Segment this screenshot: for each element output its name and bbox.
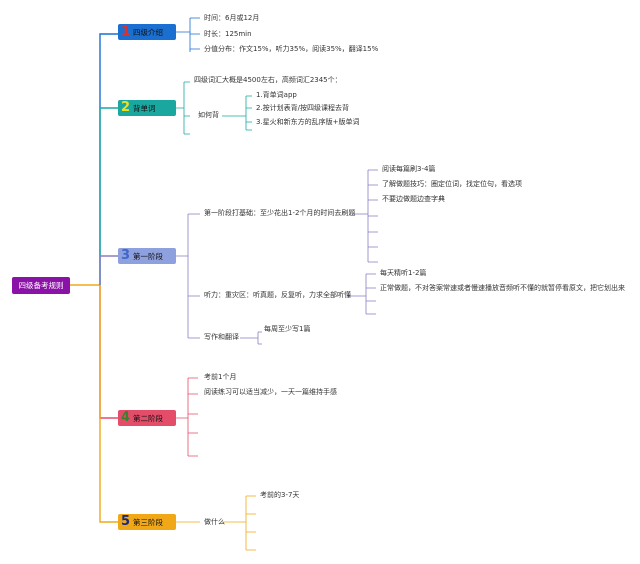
stage1-writing: 写作和翻译 xyxy=(204,333,239,341)
node-stage2[interactable]: 4 第二阶段 xyxy=(118,410,176,426)
node-number: 3 xyxy=(121,248,131,263)
vocab-how: 如何背 xyxy=(198,111,219,119)
stage1-basics: 第一阶段打基础：至少花出1-2个月的时间去刷题 xyxy=(204,209,356,217)
node-stage1[interactable]: 3 第一阶段 xyxy=(118,248,176,264)
node-number: 1 xyxy=(121,24,131,39)
root-label: 四级备考规则 xyxy=(18,281,64,290)
stage1-basics-item: 了解做题技巧：圈定位词，找定位句，看选项 xyxy=(382,180,522,188)
node-number: 5 xyxy=(121,514,131,529)
node-label: 第三阶段 xyxy=(133,517,164,527)
stage3-item: 考前的3-7天 xyxy=(260,491,300,499)
node-stage3[interactable]: 5 第三阶段 xyxy=(118,514,176,530)
vocab-how-item: 1.背单词app xyxy=(256,91,297,99)
intro-duration: 时长：125min xyxy=(204,30,252,38)
intro-score-distribution: 分值分布：作文15%，听力35%，阅读35%，翻译15% xyxy=(204,45,379,53)
vocab-how-item: 2.按计划表背/按四级课程去背 xyxy=(256,104,350,112)
root-node[interactable]: 四级备考规则 xyxy=(12,277,70,294)
stage3-what: 做什么 xyxy=(204,518,225,526)
stage2-item: 阅读练习可以适当减少，一天一篇维持手感 xyxy=(204,388,337,396)
node-number: 4 xyxy=(121,410,131,425)
vocab-how-item: 3.星火和新东方的乱序版+版单词 xyxy=(256,118,360,126)
node-label: 背单词 xyxy=(133,103,156,113)
stage1-basics-item: 阅读每篇刷3-4篇 xyxy=(382,165,436,173)
node-label: 第二阶段 xyxy=(133,413,164,423)
node-intro[interactable]: 1 四级介绍 xyxy=(118,24,176,40)
stage1-basics-item: 不要边做题边查字典 xyxy=(382,195,445,203)
node-label: 第一阶段 xyxy=(133,251,164,261)
node-number: 2 xyxy=(121,100,131,115)
node-label: 四级介绍 xyxy=(133,27,164,37)
stage1-listening-item: 正常做题，不对答案常速或者慢速播放音频听不懂的就暂停看原文，把它划出来 xyxy=(380,284,625,292)
intro-time: 时间：6月或12月 xyxy=(204,14,260,22)
stage2-item: 考前1个月 xyxy=(204,373,237,381)
stage1-listening: 听力：重灾区：听真题，反复听，力求全部听懂 xyxy=(204,291,351,299)
stage1-listening-item: 每天精听1-2篇 xyxy=(380,269,427,277)
node-vocab[interactable]: 2 背单词 xyxy=(118,100,176,116)
stage1-writing-item: 每周至少写1篇 xyxy=(264,325,311,333)
vocab-main: 四级词汇大概是4500左右，高频词汇2345个： xyxy=(194,76,342,84)
